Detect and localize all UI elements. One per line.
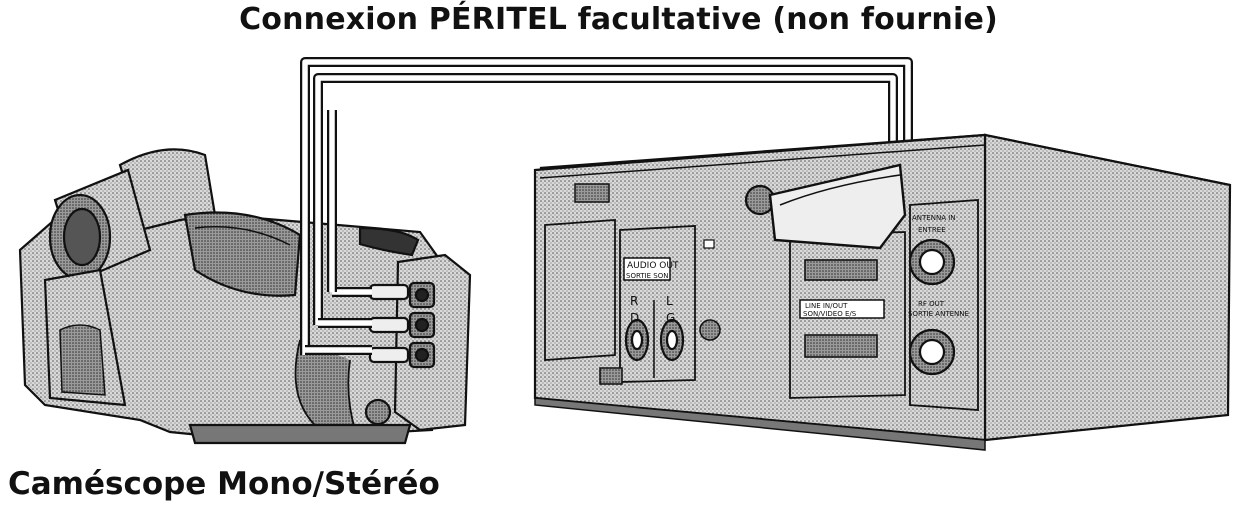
entree-label: ENTREE bbox=[918, 226, 946, 234]
scart-cable bbox=[300, 57, 913, 355]
line-in-out-label: LINE IN/OUT bbox=[805, 302, 848, 310]
jack-g-label: G bbox=[666, 311, 675, 325]
camcorder-caption: Caméscope Mono/Stéréo bbox=[8, 466, 440, 502]
rf-out-label: RF OUT bbox=[918, 300, 945, 308]
son-video-label: SON/VIDEO E/S bbox=[803, 310, 857, 318]
audio-out-label: AUDIO OUT bbox=[627, 261, 679, 271]
diagram-title: Connexion PÉRITEL facultative (non fourn… bbox=[239, 2, 998, 37]
antenna-in-label: ANTENNA IN bbox=[912, 214, 956, 222]
jack-r-label: R bbox=[630, 294, 638, 308]
camcorder bbox=[18, 148, 472, 445]
jack-d-label: D bbox=[630, 311, 639, 325]
jack-l-label: L bbox=[666, 294, 673, 308]
sortie-antenne-label: SORTIE ANTENNE bbox=[908, 310, 969, 318]
vcr bbox=[533, 133, 1232, 451]
vcr-panel-labels: AUDIO OUT SORTIE SON R D L G LINE IN/OUT… bbox=[626, 214, 969, 325]
sortie-son-label: SORTIE SON bbox=[626, 272, 669, 280]
